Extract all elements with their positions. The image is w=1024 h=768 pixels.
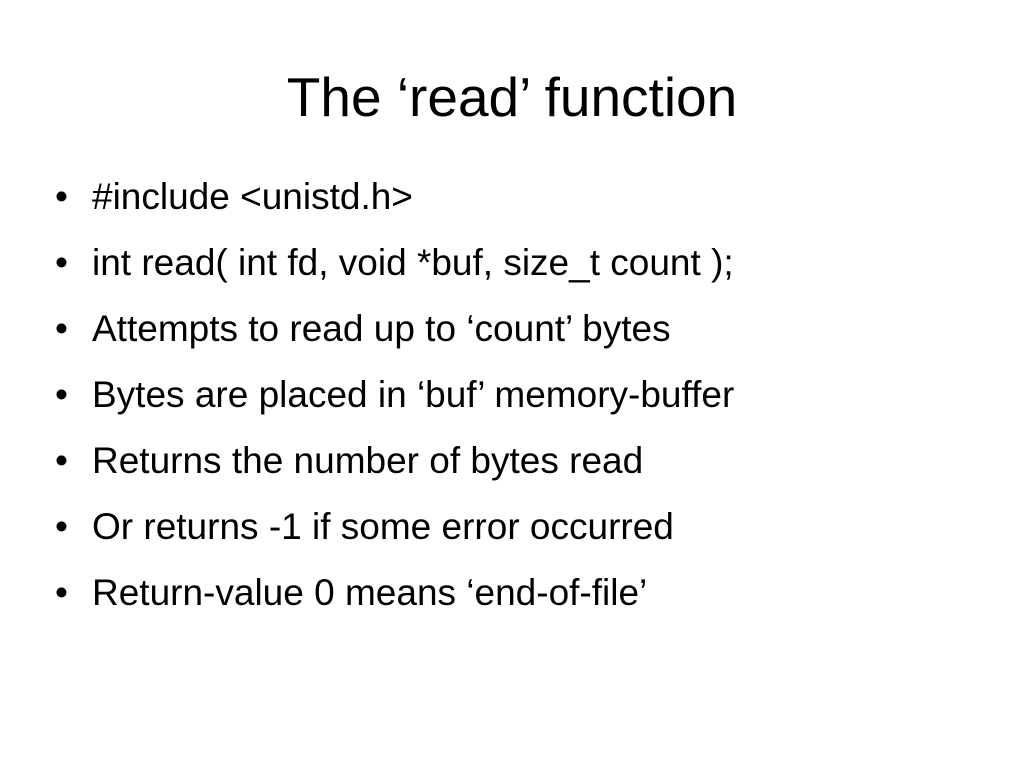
bullet-dot-icon: • <box>55 440 68 481</box>
bullet-item: • Attempts to read up to ‘count’ bytes <box>55 300 995 366</box>
bullet-text: Or returns -1 if some error occurred <box>92 506 674 547</box>
bullet-item: • Returns the number of bytes read <box>55 432 995 498</box>
bullet-dot-icon: • <box>55 572 68 613</box>
bullet-item: • Bytes are placed in ‘buf’ memory-buffe… <box>55 366 995 432</box>
bullet-text: int read( int fd, void *buf, size_t coun… <box>92 242 734 283</box>
bullet-item: • Return-value 0 means ‘end-of-file’ <box>55 564 995 630</box>
bullet-dot-icon: • <box>55 176 68 217</box>
bullet-list: • #include <unistd.h> • int read( int fd… <box>55 168 995 630</box>
bullet-text: Bytes are placed in ‘buf’ memory-buffer <box>92 374 735 415</box>
bullet-text: Return-value 0 means ‘end-of-file’ <box>92 572 648 613</box>
bullet-dot-icon: • <box>55 374 68 415</box>
bullet-item: • #include <unistd.h> <box>55 168 995 234</box>
bullet-text: #include <unistd.h> <box>92 176 413 217</box>
bullet-dot-icon: • <box>55 506 68 547</box>
bullet-item: • int read( int fd, void *buf, size_t co… <box>55 234 995 300</box>
slide-title: The ‘read’ function <box>286 66 738 128</box>
bullet-text: Attempts to read up to ‘count’ bytes <box>92 308 671 349</box>
bullet-text: Returns the number of bytes read <box>92 440 644 481</box>
bullet-item: • Or returns -1 if some error occurred <box>55 498 995 564</box>
bullet-dot-icon: • <box>55 242 68 283</box>
bullet-dot-icon: • <box>55 308 68 349</box>
